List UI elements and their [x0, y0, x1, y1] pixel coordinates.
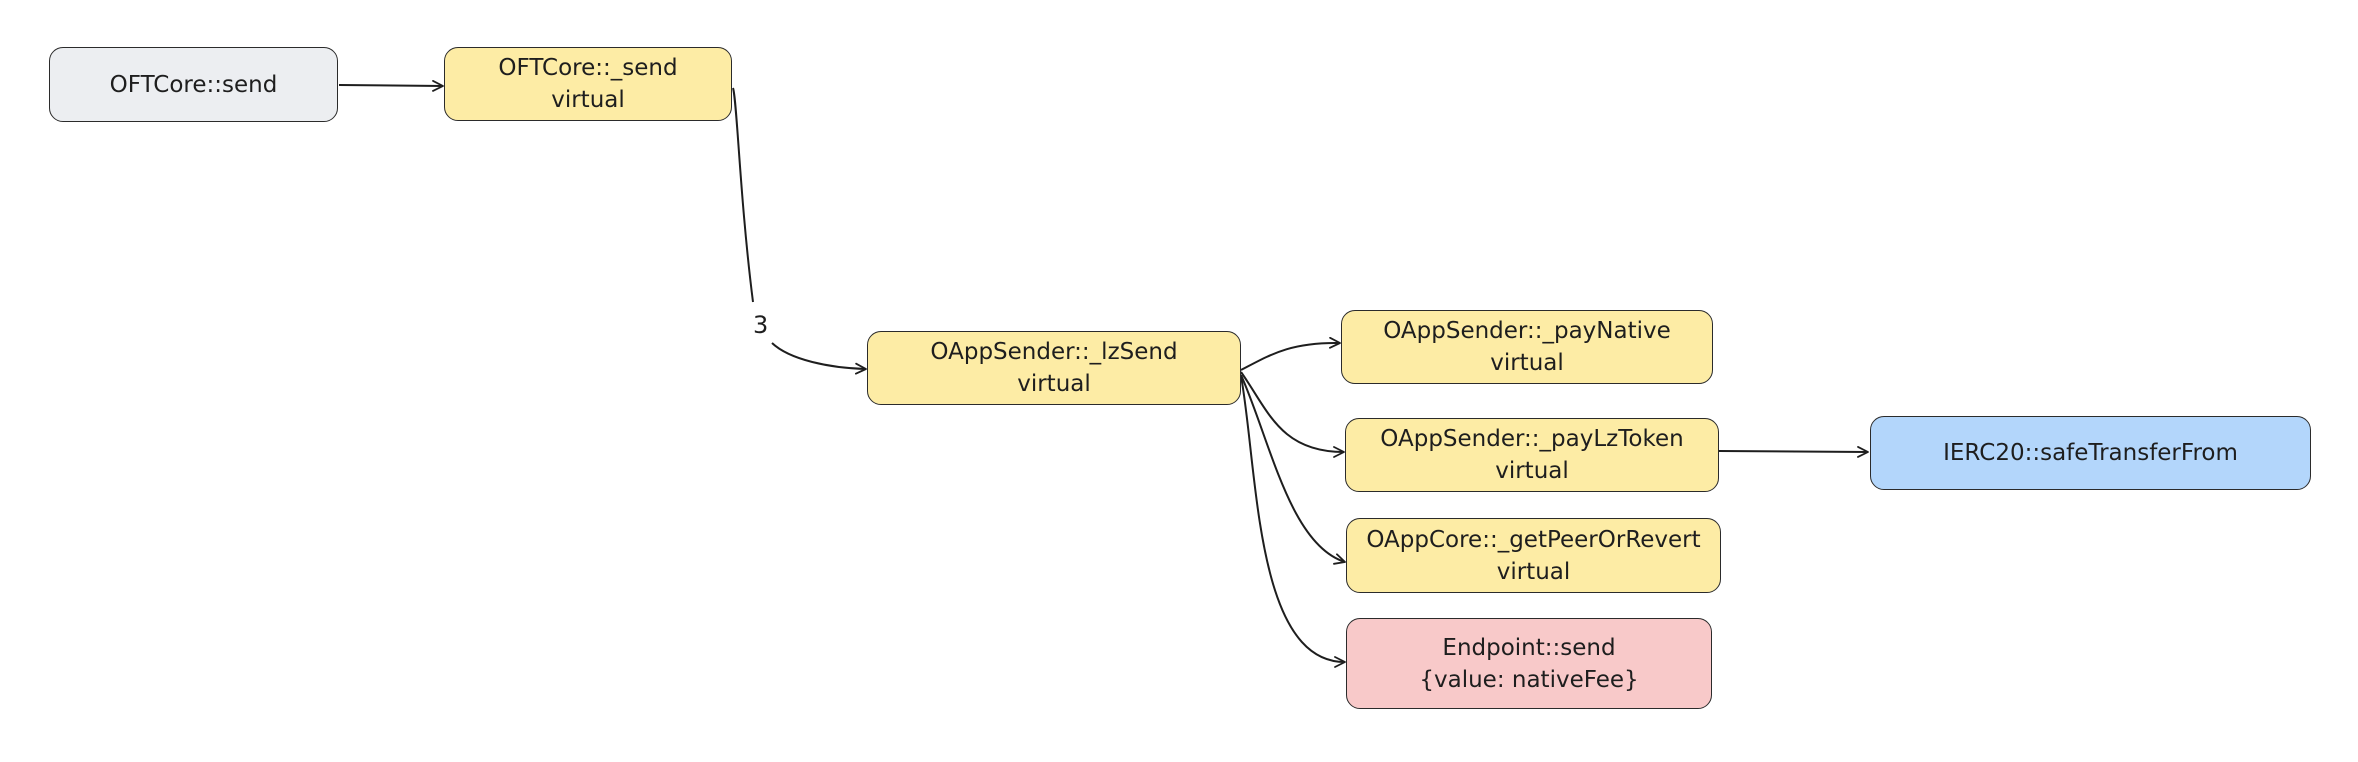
- edge-label-call-count: 3: [753, 311, 769, 339]
- node-oappsender-_paynative[interactable]: OAppSender::_payNative virtual: [1341, 310, 1713, 384]
- node-oappcore-_getpeerorrevert[interactable]: OAppCore::_getPeerOrRevert virtual: [1346, 518, 1721, 593]
- node-sublabel: virtual: [1495, 458, 1569, 484]
- node-label: OAppSender::_payLzToken: [1380, 426, 1684, 452]
- node-oftcore-_send[interactable]: OFTCore::_send virtual: [444, 47, 732, 121]
- node-label: OFTCore::send: [109, 71, 278, 98]
- node-endpoint-send[interactable]: Endpoint::send {value: nativeFee}: [1346, 618, 1712, 709]
- node-sublabel: virtual: [1496, 558, 1571, 585]
- node-sublabel: virtual: [1017, 371, 1091, 397]
- node-label: Endpoint::send: [1442, 634, 1616, 661]
- node-label: IERC20::safeTransferFrom: [1943, 440, 2238, 466]
- edge-oappsender-_paylztoken-to-ierc20-safetransferfrom: [1718, 446, 1869, 458]
- node-oappsender-_lzsend[interactable]: OAppSender::_lzSend virtual: [867, 331, 1241, 405]
- node-label: OAppCore::_getPeerOrRevert: [1366, 526, 1701, 553]
- node-label: OFTCore::_send: [498, 55, 678, 81]
- edge-oappsender-_lzsend-to-endpoint-send: [1240, 375, 1346, 668]
- node-label: OAppSender::_lzSend: [930, 339, 1178, 365]
- node-sublabel: {value: nativeFee}: [1419, 666, 1639, 693]
- node-oappsender-_paylztoken[interactable]: OAppSender::_payLzToken virtual: [1345, 418, 1719, 492]
- edge-oftcore-send-to-oftcore-_send: [338, 80, 444, 92]
- edge-oappsender-_lzsend-to-oappsender-_paylztoken: [1240, 371, 1345, 458]
- node-sublabel: virtual: [1490, 350, 1564, 376]
- edge-oftcore-_send-to-oappsender-_lzsend: [732, 87, 866, 369]
- node-sublabel: virtual: [551, 87, 625, 113]
- node-oftcore-send[interactable]: OFTCore::send: [49, 47, 338, 122]
- node-ierc20-safetransferfrom[interactable]: IERC20::safeTransferFrom: [1870, 416, 2311, 490]
- edge-oappsender-_lzsend-to-oappsender-_paynative: [1240, 336, 1341, 371]
- node-label: OAppSender::_payNative: [1383, 318, 1671, 344]
- edge-oappsender-_lzsend-to-oappcore-_getpeerorrevert: [1240, 374, 1346, 565]
